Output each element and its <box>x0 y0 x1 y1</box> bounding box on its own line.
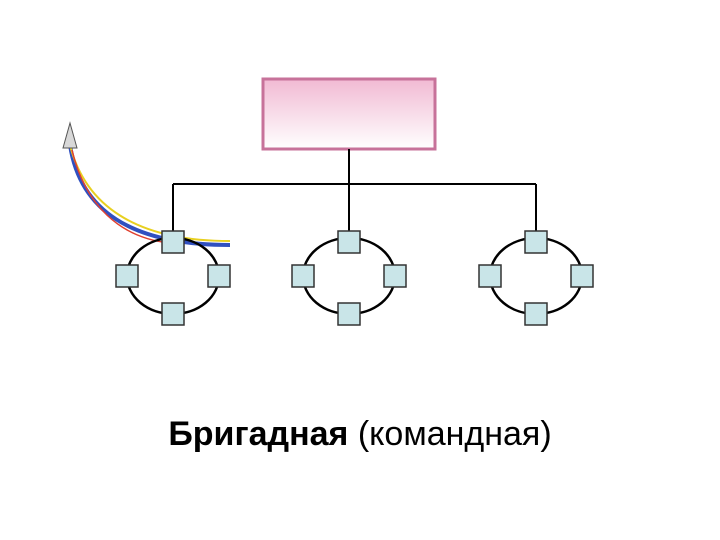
group-1 <box>115 230 231 326</box>
member-node <box>207 264 231 288</box>
member-node <box>570 264 594 288</box>
caption: Бригадная (командная) <box>0 415 720 454</box>
member-node <box>478 264 502 288</box>
member-node <box>115 264 139 288</box>
member-node <box>337 230 361 254</box>
group-2 <box>291 230 407 326</box>
head-box <box>261 77 437 151</box>
member-node <box>337 302 361 326</box>
caption-normal: (командная) <box>348 415 552 453</box>
member-node <box>161 230 185 254</box>
connector-lines <box>172 149 537 231</box>
group-3 <box>478 230 594 326</box>
member-node <box>161 302 185 326</box>
caption-bold: Бригадная <box>168 415 349 453</box>
arrow-head-icon <box>62 121 78 149</box>
member-node <box>524 302 548 326</box>
member-node <box>291 264 315 288</box>
member-node <box>524 230 548 254</box>
member-node <box>383 264 407 288</box>
